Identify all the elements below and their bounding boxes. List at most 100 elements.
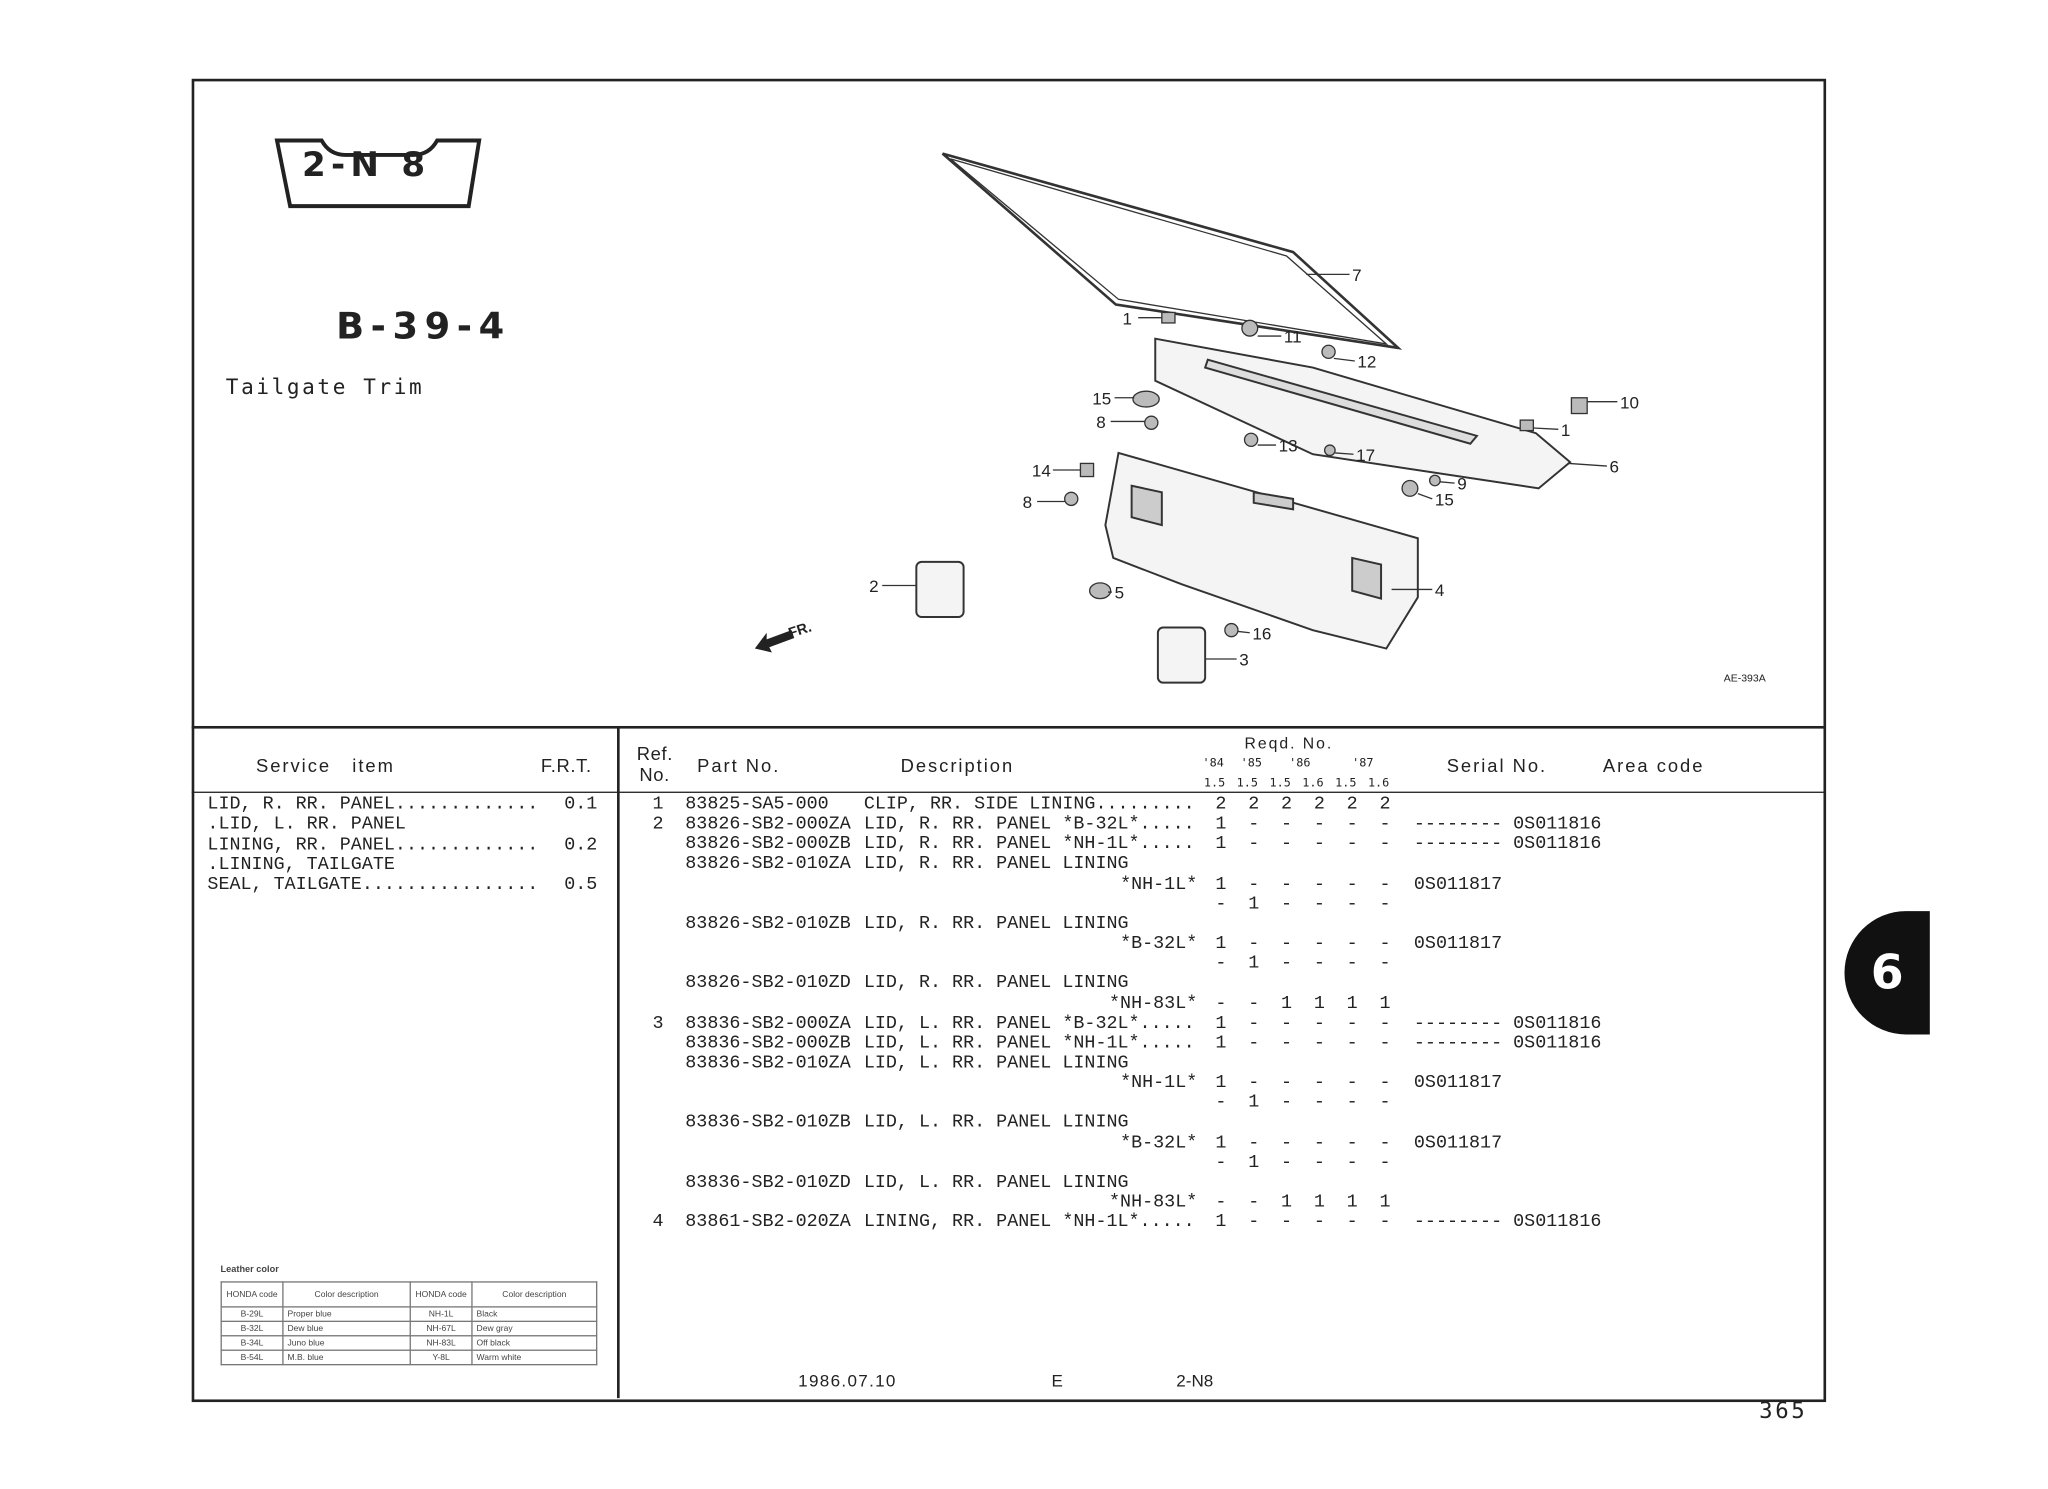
callout-label: 6 [1609,458,1618,477]
required-qty: 1 [1346,993,1358,1015]
required-qty: - [1313,893,1325,915]
required-qty: - [1215,1152,1227,1174]
required-qty: 1 [1248,1152,1260,1174]
required-qty: - [1346,893,1358,915]
required-qty: - [1346,933,1358,955]
required-qty: - [1281,893,1293,915]
footer-area: E [1051,1370,1063,1391]
required-qty: - [1346,1132,1358,1154]
honda-code: B-29L [220,1306,284,1322]
required-qty: - [1281,1032,1293,1054]
serial-number: -------- 0S011816 [1413,834,1602,856]
honda-code: Y-8L [409,1349,473,1366]
required-qty: 1 [1248,893,1260,915]
honda-code: NH-1L [409,1306,473,1322]
part-description: LID, L. RR. PANEL LINING [863,1112,1129,1134]
required-qty: - [1346,834,1358,856]
part-description: LID, L. RR. PANEL *NH-1L*..... [863,1032,1195,1054]
area-code-header: Area code [1602,754,1705,776]
callout-label: 4 [1435,581,1444,600]
year-87: '87 [1352,757,1374,771]
engine-size: 1.6 [1367,777,1390,791]
col-color-description: Color description [282,1281,411,1308]
callout-label: 15 [1435,490,1454,509]
lid-3 [1156,626,1207,684]
callout-label: 8 [1096,413,1105,432]
required-qty: - [1281,1152,1293,1174]
required-qty: - [1281,953,1293,975]
required-qty: - [1281,1092,1293,1114]
required-qty: - [1346,1092,1358,1114]
divider [191,725,1824,729]
required-qty: - [1346,953,1358,975]
required-qty: 2 [1379,794,1391,816]
required-qty: - [1346,873,1358,895]
required-qty: 1 [1248,1092,1260,1114]
serial-number: -------- 0S011816 [1413,1032,1602,1054]
page-number: 365 [1759,1398,1808,1425]
required-qty: - [1281,1211,1293,1233]
engine-size: 1.5 [1203,777,1226,791]
required-qty: 1 [1346,1192,1358,1214]
part-description: LID, L. RR. PANEL *B-32L*..... [863,1013,1195,1035]
drawing-code: AE-393A [1724,672,1766,684]
required-qty: 1 [1215,814,1227,836]
callout-label: 3 [1239,651,1248,670]
callout-label: 17 [1356,446,1375,465]
color-description: Warm white [471,1349,598,1366]
color-code: *NH-1L* [1120,1072,1198,1094]
part-number: 83836-SB2-010ZD [685,1172,851,1194]
front-arrow-icon [754,630,795,653]
color-code: *NH-83L* [1109,1192,1198,1214]
required-qty: - [1313,1013,1325,1035]
ref-number: 3 [652,1013,664,1035]
required-qty: - [1313,1092,1325,1114]
callout-label: 7 [1352,266,1361,285]
required-qty: - [1313,1132,1325,1154]
ref-no-header: No. [639,764,670,786]
ref-number: 4 [652,1211,664,1233]
required-qty: - [1248,834,1260,856]
part-number: 83836-SB2-010ZB [685,1112,851,1134]
lining-panel-4 [1104,451,1419,650]
serial-number: 0S011817 [1413,1072,1503,1094]
callout-label: 5 [1115,584,1124,603]
required-qty: 1 [1215,873,1227,895]
serial-number: 0S011817 [1413,933,1503,955]
required-qty: 1 [1215,834,1227,856]
section-tab[interactable]: 6 [1844,911,1930,1035]
required-qty: - [1379,1152,1391,1174]
honda-code: NH-67L [409,1320,473,1337]
required-qty: 1 [1379,993,1391,1015]
part-number: 83826-SB2-000ZA [685,814,851,836]
required-qty: - [1248,814,1260,836]
required-qty: - [1281,873,1293,895]
part-number: 83836-SB2-000ZA [685,1013,851,1035]
page-frame [191,78,1827,1403]
part-number: 83861-SB2-020ZA [685,1211,851,1233]
required-qty: - [1313,953,1325,975]
footer-code: 2-N8 [1176,1370,1214,1391]
service-item-label: LID, R. RR. PANEL............. [207,794,539,816]
required-qty: 1 [1215,1132,1227,1154]
required-qty: - [1379,933,1391,955]
required-qty: - [1313,1211,1325,1233]
serial-number: 0S011817 [1413,1132,1503,1154]
required-qty: - [1248,873,1260,895]
color-code: *B-32L* [1120,1132,1198,1154]
color-description: Proper blue [282,1306,411,1322]
required-qty: 1 [1215,1072,1227,1094]
engine-size: 1.6 [1302,777,1324,791]
year-84: '84 [1202,757,1224,771]
required-qty: 2 [1281,794,1293,816]
required-qty: 1 [1281,1192,1293,1214]
part-description: CLIP, RR. SIDE LINING......... [863,794,1195,816]
required-qty: - [1313,933,1325,955]
required-qty: - [1248,1032,1260,1054]
required-qty: 2 [1313,794,1325,816]
required-qty: - [1379,1132,1391,1154]
required-qty: - [1248,933,1260,955]
required-qty: - [1248,993,1260,1015]
